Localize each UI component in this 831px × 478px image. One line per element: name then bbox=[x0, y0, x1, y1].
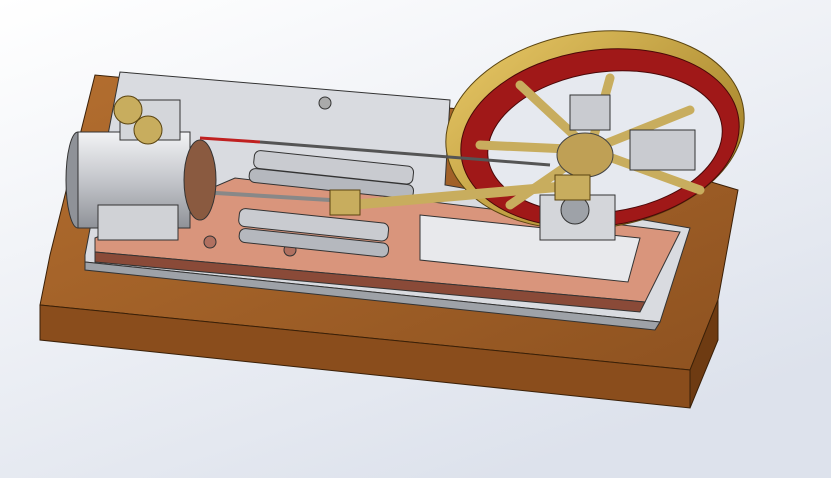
flywheel[interactable] bbox=[433, 12, 757, 248]
main-bearing bbox=[539, 94, 696, 241]
flywheel-hub bbox=[556, 132, 614, 178]
copper-frame-plate bbox=[94, 177, 681, 313]
valve-nut-1 bbox=[113, 95, 143, 125]
crosshead-guides bbox=[238, 150, 415, 258]
wood-base-right bbox=[689, 299, 719, 409]
piston-rod bbox=[199, 136, 551, 202]
steam-cylinder[interactable] bbox=[65, 95, 217, 241]
valve-nut-2 bbox=[133, 115, 163, 145]
connecting-rod[interactable] bbox=[329, 174, 591, 216]
